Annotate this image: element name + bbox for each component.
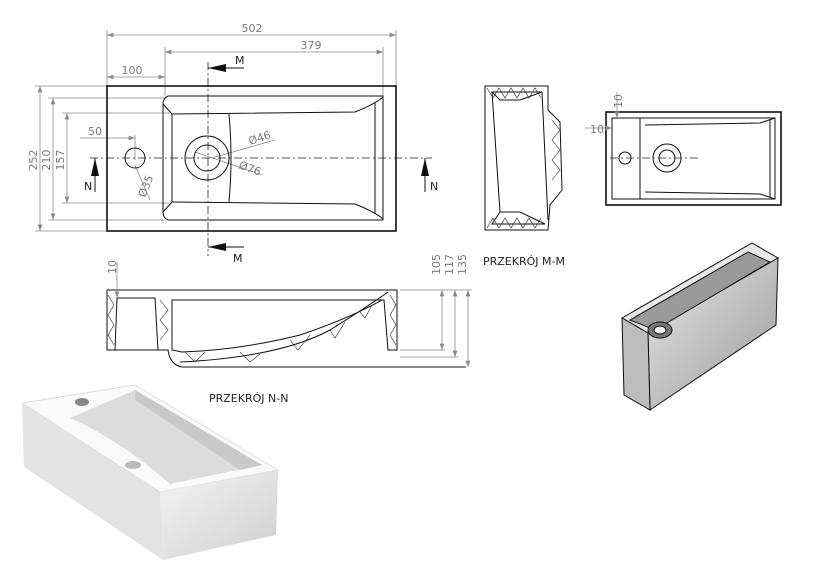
section-m-m-title: PRZEKRÓJ M-M — [483, 255, 565, 268]
dia-drain-inner: Ø46 — [247, 128, 273, 147]
dim-overall-width: 252 — [27, 150, 40, 171]
top-view: 502 379 100 50 252 210 157 Ø46 Ø76 Ø35 — [27, 22, 438, 265]
section-n-n: 10 105 117 135 PRZEKRÓJ N-N — [106, 254, 472, 405]
small-dim-left: 10 — [590, 123, 604, 136]
section-n-n-title: PRZEKRÓJ N-N — [209, 392, 288, 405]
dim-overall-length: 502 — [242, 22, 263, 35]
iso-view-underside — [620, 242, 780, 411]
section-m-m: PRZEKRÓJ M-M — [483, 85, 565, 268]
dim-basin-width: 157 — [54, 150, 67, 171]
dim-tap-offset: 100 — [122, 64, 143, 77]
dim-height: 135 — [456, 254, 469, 275]
cut-label-n-right: N — [430, 180, 438, 193]
dia-tap-hole: Ø35 — [136, 173, 157, 199]
dim-depth-inner: 105 — [430, 254, 443, 275]
cut-label-n-left: N — [84, 180, 92, 193]
small-top-view: 10 10 — [585, 92, 782, 206]
dim-tap-hole-offset: 50 — [88, 125, 102, 138]
cut-arrows — [91, 64, 429, 251]
dia-drain-outer: Ø76 — [237, 159, 263, 179]
iso-view-render — [20, 384, 280, 560]
cut-label-m-top: M — [235, 54, 245, 67]
dim-basin-length: 379 — [301, 39, 322, 52]
basin-outline — [106, 85, 397, 232]
dim-depth-mid: 117 — [443, 254, 456, 275]
cut-label-m-bottom: M — [233, 252, 243, 265]
small-dim-top: 10 — [612, 94, 625, 108]
dimension-lines — [35, 30, 397, 232]
dim-inner-width: 210 — [40, 150, 53, 171]
dim-rim: 10 — [106, 260, 119, 274]
